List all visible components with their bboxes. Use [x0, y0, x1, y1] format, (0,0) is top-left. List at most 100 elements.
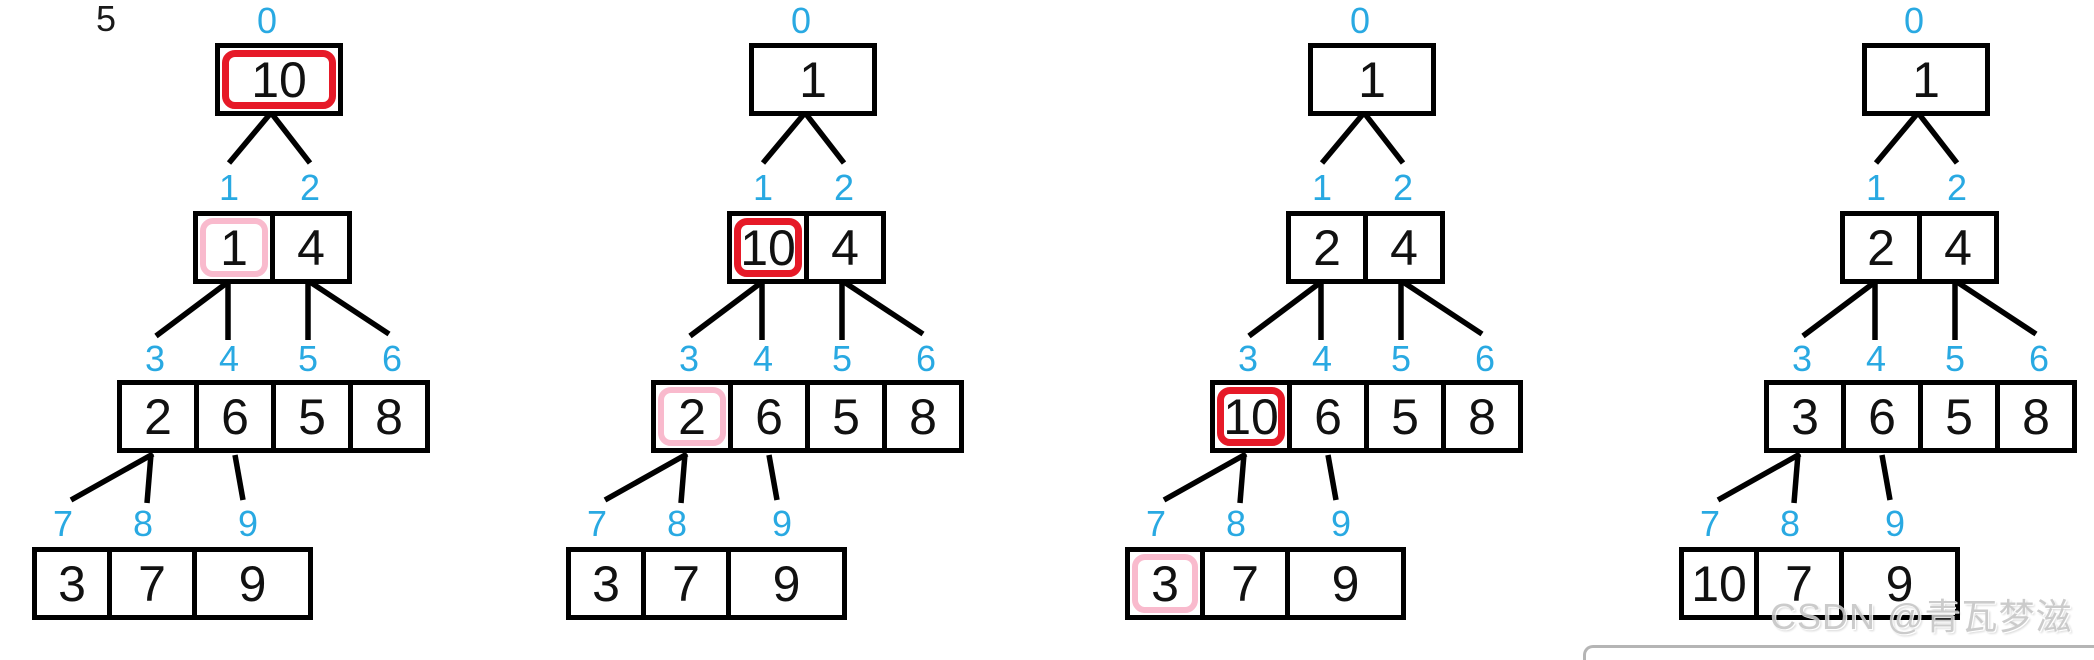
cell-value: 5 — [1945, 388, 1973, 445]
index-label-7: 7 — [1699, 503, 1721, 544]
cell-5: 5 — [805, 380, 887, 453]
tree-edge — [603, 451, 689, 503]
cell-8: 7 — [107, 547, 197, 620]
level1-array: 2 4 — [1286, 211, 1445, 284]
tree-edge — [1801, 279, 1877, 339]
cell-1: 2 — [1286, 211, 1368, 284]
cell-value: 6 — [1868, 388, 1896, 445]
cell-value: 2 — [1313, 219, 1341, 276]
index-label-9: 9 — [771, 503, 793, 544]
cell-value: 2 — [1867, 219, 1895, 276]
cell-value: 9 — [238, 555, 267, 612]
level1-array: 1 4 — [193, 211, 352, 284]
cell-value: 6 — [221, 388, 249, 445]
cell-value: 8 — [909, 388, 937, 445]
cell-value: 3 — [58, 555, 86, 612]
index-label-5: 5 — [831, 338, 853, 379]
index-label-7: 7 — [586, 503, 608, 544]
cell-6: 8 — [882, 380, 964, 453]
cell-9: 9 — [192, 547, 313, 620]
heap-diagram-3: 0 1 1 2 2 4 3 4 5 6 10 6 5 8 7 8 9 3 7 9 — [1093, 0, 1613, 653]
tree-edge — [760, 112, 807, 165]
index-label-4: 4 — [1311, 338, 1333, 379]
cell-value: 3 — [1791, 388, 1819, 445]
cell-value: 7 — [138, 555, 166, 612]
tree-edge — [1873, 112, 1920, 165]
level2-array: 3 6 5 8 — [1764, 380, 2077, 453]
cell-value: 5 — [1391, 388, 1419, 445]
cell-4: 6 — [1841, 380, 1923, 453]
cell-4: 6 — [728, 380, 810, 453]
cell-value: 9 — [772, 555, 801, 612]
index-label-4: 4 — [752, 338, 774, 379]
cell-3: 3 — [1764, 380, 1846, 453]
cell-8: 7 — [1200, 547, 1290, 620]
tree-edge — [1401, 279, 1484, 337]
tree-edge — [269, 112, 313, 165]
level3-array: 3 7 9 — [566, 547, 847, 620]
csdn-watermark: CSDN @青瓦梦滋 — [1770, 596, 2073, 637]
index-label-6: 6 — [915, 338, 937, 379]
cell-value: 4 — [297, 219, 325, 276]
cell-5: 5 — [271, 380, 353, 453]
tree-edge — [1955, 279, 2038, 337]
index-label-2: 2 — [299, 167, 321, 208]
index-label-8: 8 — [1779, 503, 1801, 544]
tree-edge — [688, 279, 764, 339]
tree-edge — [1247, 279, 1323, 339]
index-label-2: 2 — [1946, 167, 1968, 208]
cell-value: 2 — [678, 388, 706, 445]
tree-edge — [144, 453, 154, 504]
index-label-0: 0 — [790, 0, 812, 41]
index-label-2: 2 — [833, 167, 855, 208]
tree-edge — [232, 454, 246, 501]
index-label-3: 3 — [1791, 338, 1813, 379]
cell-3: 2 — [117, 380, 199, 453]
cell-value: 8 — [2022, 388, 2050, 445]
cell-2: 4 — [270, 211, 352, 284]
cell-value: 8 — [375, 388, 403, 445]
cell-8: 7 — [1754, 547, 1844, 620]
cell-7: 3 — [32, 547, 112, 620]
tree-edge — [154, 279, 230, 339]
cell-value: 3 — [592, 555, 620, 612]
cell-8: 7 — [641, 547, 731, 620]
tree-edge — [1325, 454, 1339, 501]
level3-array: 3 7 9 — [32, 547, 313, 620]
level2-array: 10 6 5 8 — [1210, 380, 1523, 453]
index-label-6: 6 — [2028, 338, 2050, 379]
tree-edge — [308, 279, 391, 337]
tree-edge — [69, 451, 155, 503]
index-label-1: 1 — [218, 167, 240, 208]
cell-value: 10 — [251, 51, 307, 108]
index-label-8: 8 — [1225, 503, 1247, 544]
heap-diagram-1: 0 10 1 2 1 4 3 4 5 6 2 6 5 8 7 8 9 3 7 9 — [0, 0, 520, 653]
cell-5: 5 — [1364, 380, 1446, 453]
root-cell: 10 — [215, 43, 343, 116]
cell-value: 4 — [1944, 219, 1972, 276]
index-label-9: 9 — [237, 503, 259, 544]
cell-value: 2 — [144, 388, 172, 445]
tree-edge — [842, 279, 925, 337]
root-cell: 1 — [1308, 43, 1436, 116]
step-number: 5 — [96, 0, 117, 39]
level2-array: 2 6 5 8 — [651, 380, 964, 453]
cell-6: 8 — [348, 380, 430, 453]
cell-3: 10 — [1210, 380, 1292, 453]
tree-edge — [1716, 451, 1802, 503]
cell-4: 6 — [1287, 380, 1369, 453]
cell-6: 8 — [1995, 380, 2077, 453]
level3-array: 3 7 9 — [1125, 547, 1406, 620]
cell-9: 9 — [1839, 547, 1960, 620]
cell-value: 1 — [1912, 51, 1940, 108]
cell-7: 3 — [1125, 547, 1205, 620]
index-label-5: 5 — [1390, 338, 1412, 379]
cell-7: 3 — [566, 547, 646, 620]
cell-value: 7 — [1231, 555, 1259, 612]
cell-value: 6 — [1314, 388, 1342, 445]
cell-value: 3 — [1151, 555, 1179, 612]
tree-edge — [1237, 453, 1247, 504]
tree-edge — [226, 112, 273, 165]
index-label-3: 3 — [1237, 338, 1259, 379]
tree-edge — [678, 453, 688, 504]
